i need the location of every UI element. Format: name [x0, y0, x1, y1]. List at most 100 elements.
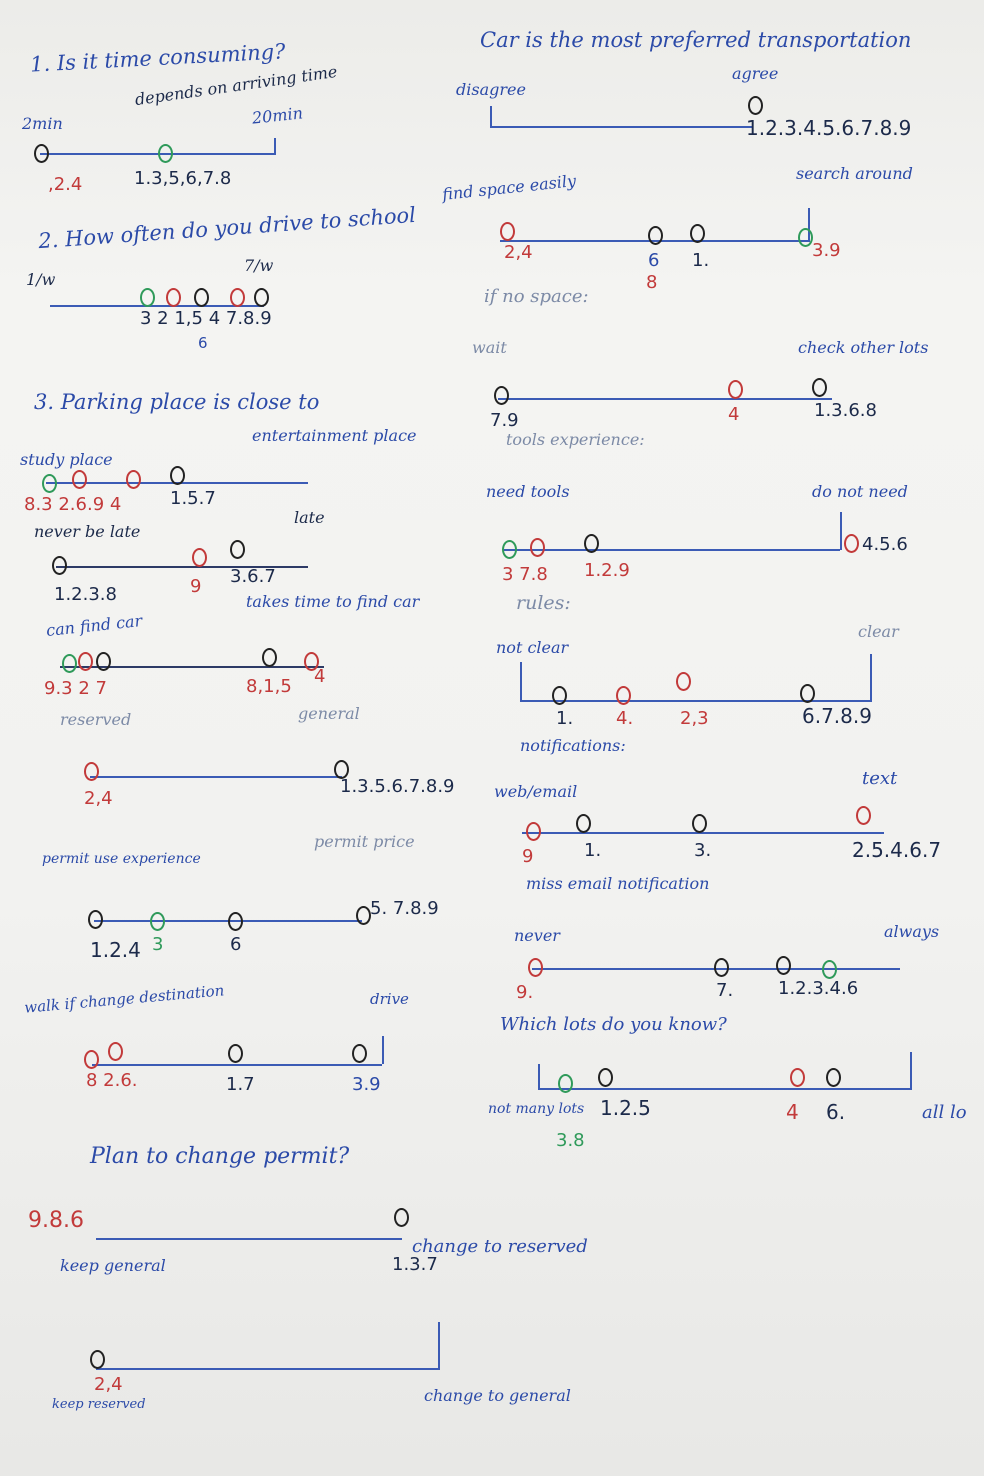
- rules-c-responses: 2,3: [680, 708, 709, 729]
- miss-left-responses: 9.: [516, 982, 534, 1003]
- late-left-responses: 1.2.3.8: [54, 584, 117, 605]
- walk-left-label: walk if change destination: [23, 981, 225, 1017]
- miss-title: miss email notification: [526, 874, 710, 893]
- miss-marker: [822, 960, 837, 979]
- nospace-mid-responses: 4: [728, 404, 740, 425]
- q1-left-responses: ,2.4: [48, 174, 83, 195]
- space-mid-responses: 6: [648, 250, 660, 271]
- space-marker: [690, 224, 705, 243]
- findcar-marker: [262, 648, 277, 667]
- lots-title: Which lots do you know?: [500, 1014, 727, 1035]
- findcar-marker: [304, 652, 319, 671]
- notif-a-responses: 9: [522, 846, 534, 867]
- plan-bottom-right-label: change to general: [424, 1386, 571, 1405]
- q1-mid-label: depends on arriving time: [133, 61, 339, 110]
- q3-right-responses: 1.5.7: [170, 488, 216, 509]
- q2-title: 2. How often do you drive to school: [37, 202, 417, 254]
- plan-bottom-scale-line: [96, 1368, 440, 1370]
- nospace-right-responses: 1.3.6.8: [814, 400, 877, 421]
- tools-title: tools experience:: [506, 430, 645, 449]
- car-scale-start: [490, 106, 492, 126]
- q1-scale-end: [274, 138, 276, 154]
- miss-marker: [776, 956, 791, 975]
- space-marker: [648, 226, 663, 245]
- nospace-left-label: wait: [472, 338, 507, 357]
- notif-title: notifications:: [520, 736, 626, 755]
- tools-marker: [502, 540, 517, 559]
- permit-marker: [356, 906, 371, 925]
- permit-left-responses: 1.2.4: [90, 938, 141, 962]
- lots-scale-end: [910, 1052, 912, 1088]
- miss-left-label: never: [514, 926, 560, 945]
- plan-top-left-label: keep general: [60, 1256, 166, 1275]
- q3-title: 3. Parking place is close to: [34, 390, 320, 414]
- tools-right-label: do not need: [812, 482, 908, 501]
- permit-marker: [228, 912, 243, 931]
- findcar-marker: [78, 652, 93, 671]
- reserved-left-responses: 2,4: [84, 788, 113, 809]
- tools-marker: [844, 534, 859, 553]
- walk-marker: [108, 1042, 123, 1061]
- walk-marker: [352, 1044, 367, 1063]
- notif-right-label: text: [862, 768, 898, 789]
- plan-bottom-left-responses: 2,4: [94, 1374, 123, 1395]
- miss-mid-responses: 7.: [716, 980, 734, 1001]
- walk-left-responses: 8 2.6.: [86, 1070, 138, 1091]
- q2-scale-line: [50, 305, 264, 307]
- lots-left2-responses: 3.8: [556, 1130, 585, 1151]
- findcar-left-responses: 9.3 2 7: [44, 678, 107, 699]
- lots-marker: [598, 1068, 613, 1087]
- late-marker: [52, 556, 67, 575]
- space-scale-end: [808, 208, 810, 240]
- permit-g-responses: 3: [152, 934, 164, 955]
- lots-left-label: not many lots: [488, 1101, 585, 1117]
- rules-marker: [676, 672, 691, 691]
- reserved-scale-line: [90, 776, 342, 778]
- notif-marker: [576, 814, 591, 833]
- q2-marker: [194, 288, 209, 307]
- notif-marker: [526, 822, 541, 841]
- reserved-marker-left: [84, 762, 99, 781]
- rules-scale-line: [520, 700, 872, 702]
- space-marker: [798, 228, 813, 247]
- miss-right-responses: 1.2.3.4.6: [778, 978, 859, 999]
- lots-marker: [826, 1068, 841, 1087]
- plan-bottom-scale-end: [438, 1322, 440, 1368]
- nospace-marker: [494, 386, 509, 405]
- notif-right-responses: 2.5.4.6.7: [852, 838, 942, 862]
- rules-a-responses: 1.: [556, 708, 574, 729]
- reserved-right-responses: 1.3.5.6.7.8.9: [340, 776, 455, 797]
- car-marker: [748, 96, 763, 115]
- q2-marker: [230, 288, 245, 307]
- q3-marker: [126, 470, 141, 489]
- rules-marker: [616, 686, 631, 705]
- plan-top-right-label: change to reserved: [412, 1236, 588, 1257]
- notif-marker: [856, 806, 871, 825]
- reserved-left-label: reserved: [60, 710, 132, 729]
- space-mid3-responses: 8: [646, 272, 658, 293]
- notif-c-responses: 3.: [694, 840, 712, 861]
- findcar-left-label: can find car: [45, 611, 144, 640]
- q3-right-label: entertainment place: [252, 426, 417, 445]
- findcar-right-responses: 8,1,5: [246, 676, 292, 697]
- q1-marker-left: [34, 144, 49, 163]
- q2-left-label: 1/w: [26, 270, 56, 289]
- rules-marker: [800, 684, 815, 703]
- miss-right-label: always: [884, 922, 940, 941]
- reserved-marker-right: [334, 760, 349, 779]
- findcar-right-label: takes time to find car: [246, 592, 420, 611]
- rules-scale-end: [870, 654, 872, 700]
- nospace-scale-line: [498, 398, 832, 400]
- tools-marker: [530, 538, 545, 557]
- tools-left-responses: 3 7.8: [502, 564, 548, 585]
- tools-marker: [584, 534, 599, 553]
- rules-b-responses: 4.: [616, 708, 634, 729]
- nospace-title: if no space:: [484, 286, 589, 307]
- notif-left-label: web/email: [494, 782, 578, 801]
- permit-right-responses: 5. 7.8.9: [370, 898, 439, 919]
- rules-left-label: not clear: [496, 638, 569, 657]
- space-left-label: find space easily: [441, 171, 577, 204]
- plan-top-scale-line: [96, 1238, 402, 1240]
- notif-b-responses: 1.: [584, 840, 602, 861]
